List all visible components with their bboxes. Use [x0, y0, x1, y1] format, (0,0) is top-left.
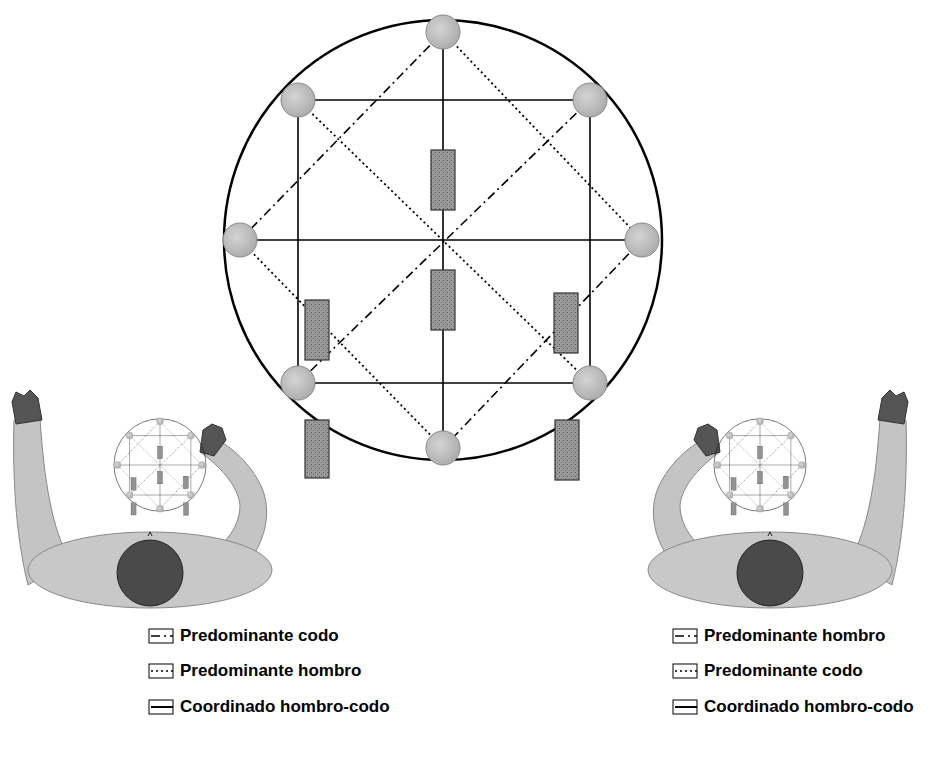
- legend-label: Predominante hombro: [704, 626, 885, 646]
- legend-label: Coordinado hombro-codo: [704, 697, 914, 717]
- legend-entry: Predominante hombro: [672, 626, 885, 646]
- legend-entry: Coordinado hombro-codo: [148, 697, 390, 717]
- legend-label: Predominante codo: [704, 661, 863, 681]
- legend-line-sample: [672, 663, 700, 679]
- legend-entry: Predominante codo: [148, 626, 339, 646]
- legend-entry: Predominante hombro: [148, 661, 361, 681]
- legend-line-sample: [672, 699, 700, 715]
- legend-entry: Predominante codo: [672, 661, 863, 681]
- legend-label: Predominante hombro: [180, 661, 361, 681]
- legend-entry: Coordinado hombro-codo: [672, 697, 914, 717]
- legend-label: Coordinado hombro-codo: [180, 697, 390, 717]
- legend-line-sample: [148, 663, 176, 679]
- legend-line-sample: [672, 628, 700, 644]
- legend-line-sample: [148, 699, 176, 715]
- legend-line-sample: [148, 628, 176, 644]
- legend-label: Predominante codo: [180, 626, 339, 646]
